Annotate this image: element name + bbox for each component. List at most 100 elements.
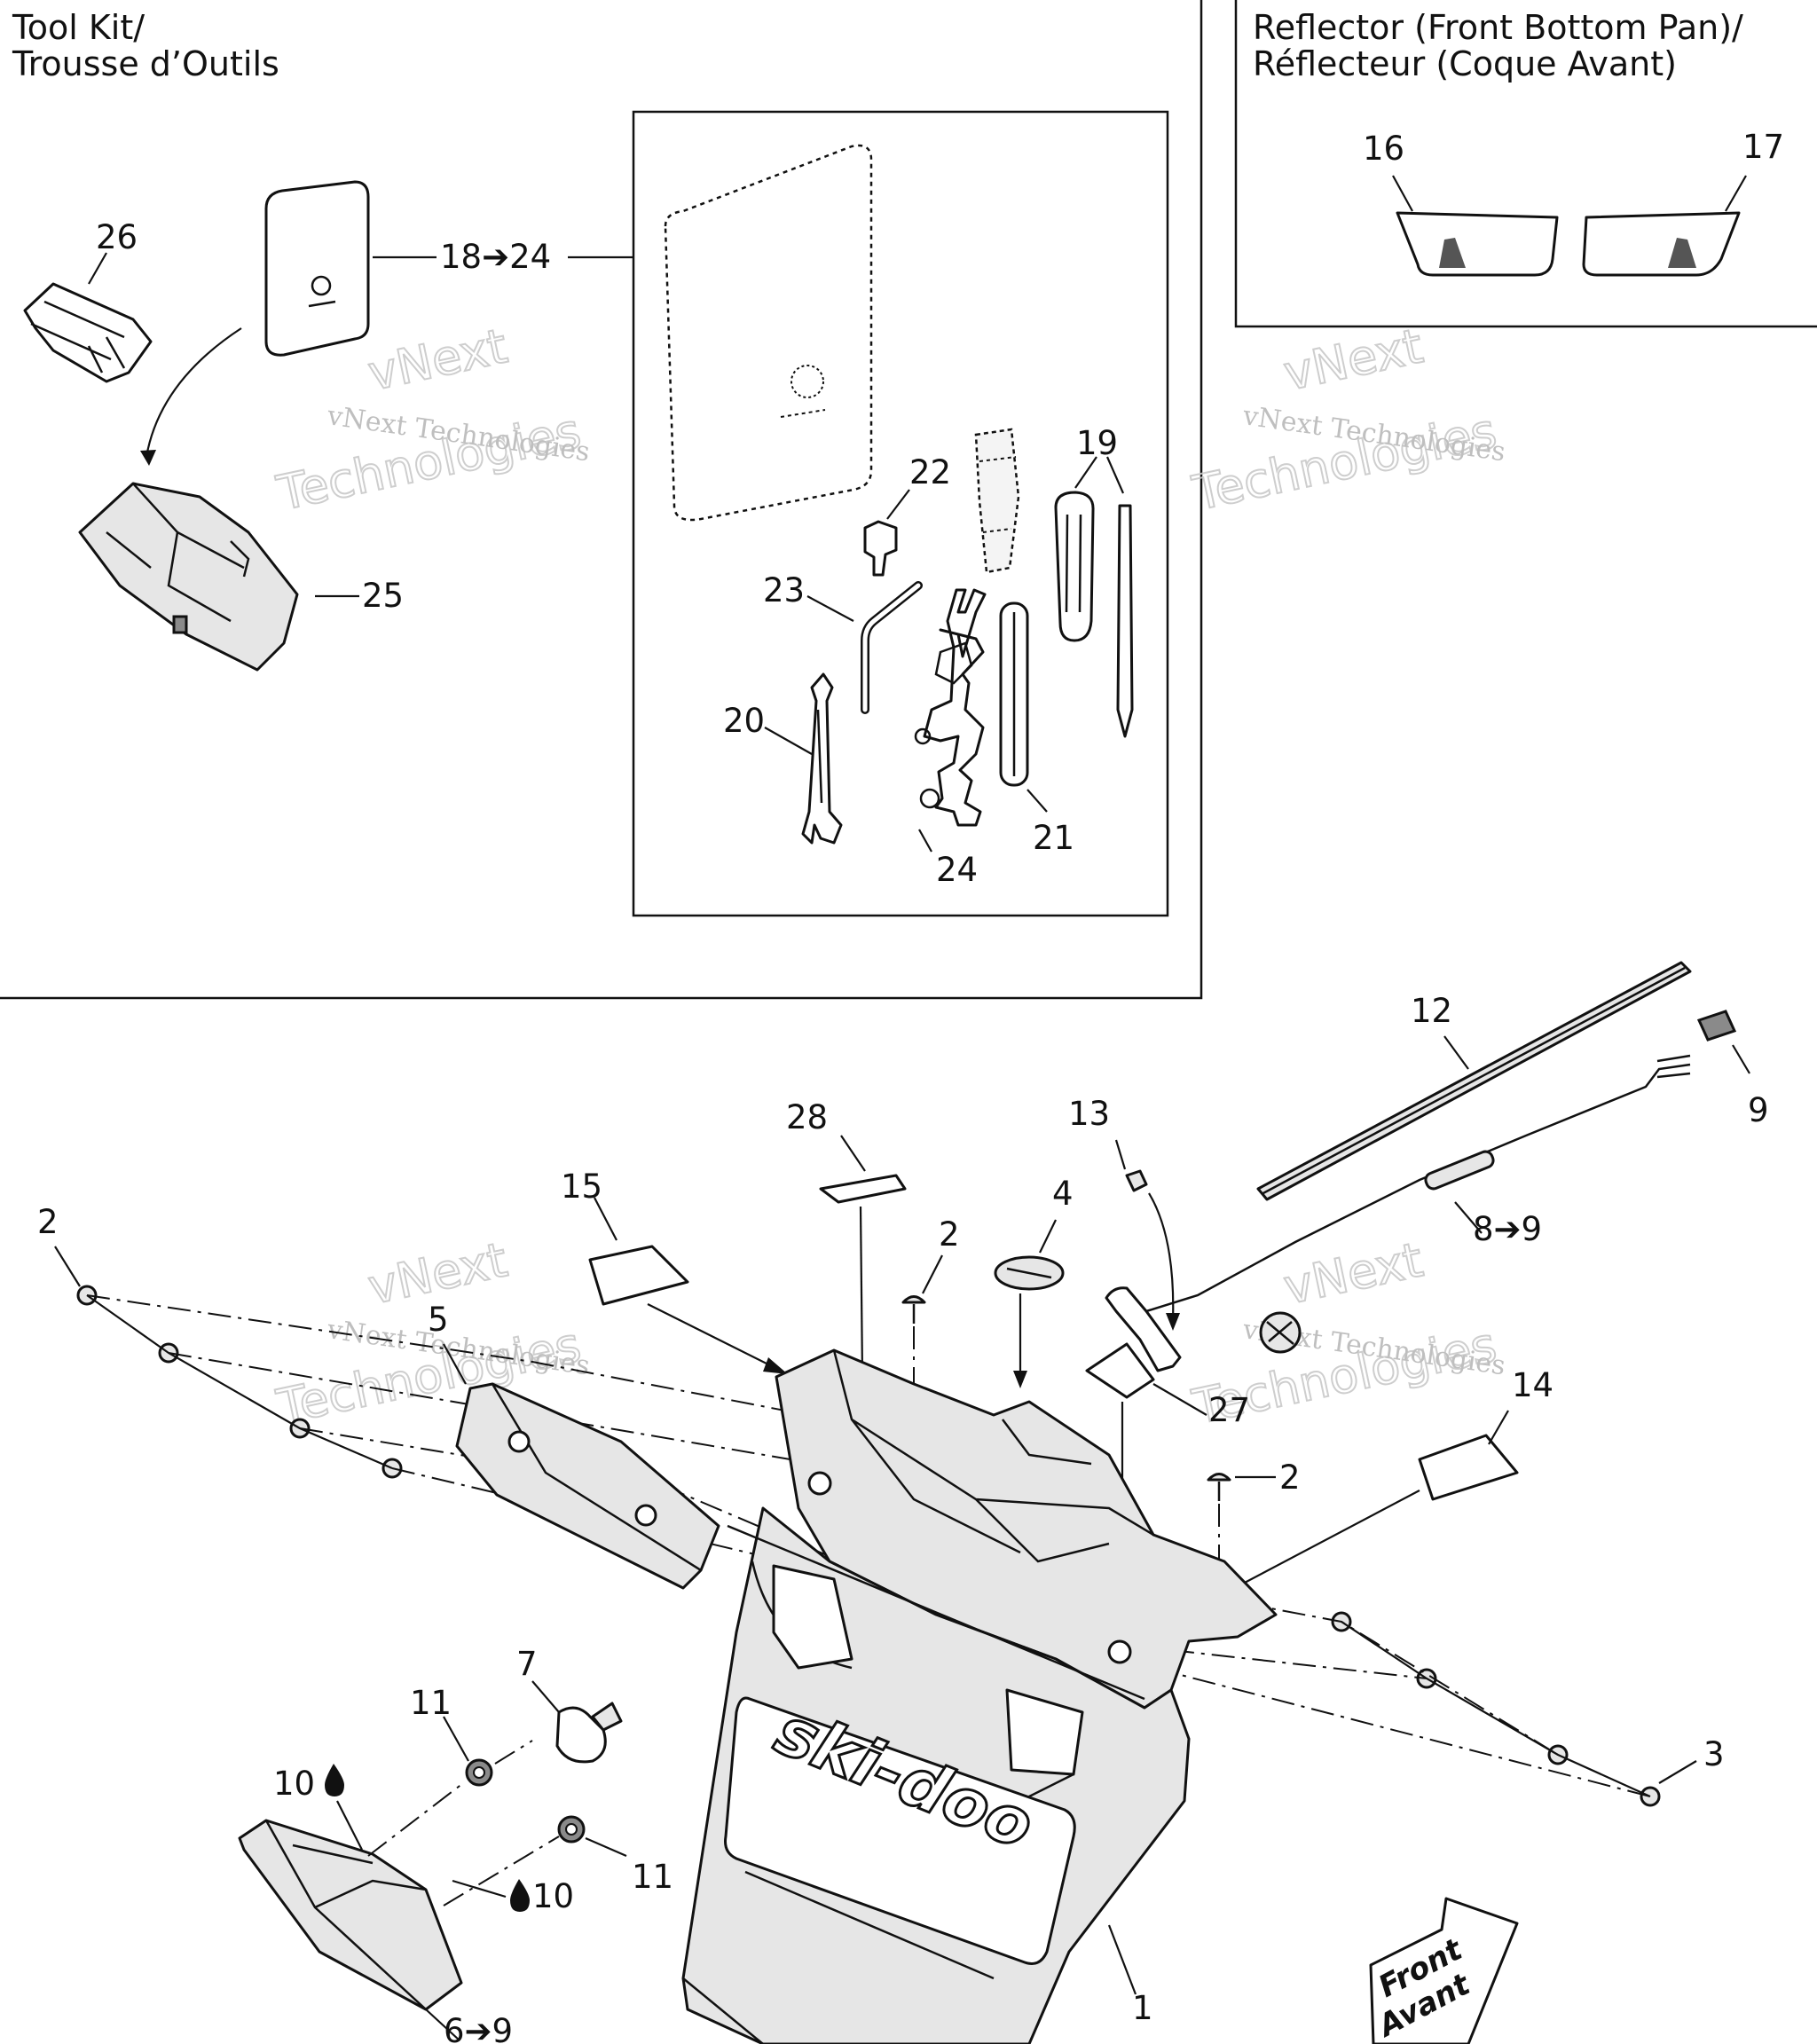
label-part-28 <box>819 1174 907 1204</box>
arrow-13 <box>1148 1192 1175 1323</box>
mounting-fasteners-left <box>158 1342 403 1479</box>
headlight-part-6 <box>238 1819 463 2011</box>
arrow-14 <box>1225 1490 1420 1593</box>
leader-11-top <box>443 1716 469 1762</box>
callout-23: 23 <box>763 571 805 609</box>
leader-27 <box>1152 1383 1207 1416</box>
socket-tool-outline <box>974 428 1020 574</box>
callout-18-24: 18➔24 <box>440 238 551 276</box>
callout-11-bottom: 11 <box>632 1858 673 1896</box>
toolkit-section-frame <box>0 0 1203 1000</box>
install-arrow-18-to-25 <box>145 327 242 458</box>
front-cowl-part-1 <box>681 1348 1278 2044</box>
callout-10-top: 10 <box>273 1765 315 1803</box>
leader-4 <box>1039 1219 1057 1254</box>
arrowhead-4 <box>1013 1371 1027 1388</box>
leader-22 <box>886 489 910 520</box>
reflector-pattern-17 <box>1668 238 1696 268</box>
reflector-part-16 <box>1396 211 1559 277</box>
tool-part-22 <box>863 520 898 577</box>
callout-26: 26 <box>96 218 138 256</box>
toolkit-title-en: Tool Kit/ <box>12 8 145 47</box>
callout-2-mid: 2 <box>939 1215 960 1254</box>
leader-9 <box>1732 1044 1750 1074</box>
leader-20 <box>764 727 813 755</box>
connector-part-9 <box>1696 1010 1737 1042</box>
leader-10-bottom <box>452 1879 507 1899</box>
leader-14 <box>1488 1410 1509 1445</box>
callout-5: 5 <box>428 1301 449 1339</box>
leader-12 <box>1443 1035 1469 1070</box>
leader-19-a <box>1074 456 1097 489</box>
screwdriver-part-19 <box>1054 491 1134 738</box>
callout-19: 19 <box>1076 424 1118 462</box>
leader-5 <box>443 1343 467 1385</box>
leader-16 <box>1392 175 1413 212</box>
toolkit-title-fr: Trousse d’Outils <box>12 44 279 83</box>
leader-28 <box>840 1135 866 1172</box>
callout-21: 21 <box>1033 819 1074 857</box>
bulb-socket <box>1259 1311 1302 1354</box>
leader-17 <box>1725 175 1747 212</box>
trim-strip-part-12 <box>1256 961 1692 1201</box>
open-wrench-part-20 <box>801 672 843 845</box>
callout-9: 9 <box>1748 1091 1769 1129</box>
callout-24: 24 <box>936 851 978 889</box>
callout-17: 17 <box>1742 128 1784 166</box>
leader-10-top <box>336 1800 363 1851</box>
leader-11-bottom <box>585 1836 627 1858</box>
leader-26 <box>88 252 107 285</box>
watermark-big-top-1: vNext <box>364 318 512 401</box>
mounting-fasteners-right <box>1331 1611 1661 1807</box>
callout-3: 3 <box>1703 1735 1725 1773</box>
leader-19-b <box>1105 456 1125 494</box>
emblem-part-4 <box>994 1255 1065 1291</box>
callout-14: 14 <box>1512 1366 1553 1404</box>
reflector-title-fr: Réflecteur (Coque Avant) <box>1253 44 1677 83</box>
callout-4: 4 <box>1052 1175 1074 1213</box>
label-part-27 <box>1085 1342 1155 1399</box>
grommet-bottom-part-11 <box>557 1815 586 1844</box>
tool-bag-outline-part-18 <box>664 144 873 522</box>
label-part-14 <box>1418 1434 1519 1501</box>
watermark-big-top-4: vNext <box>1279 1231 1428 1315</box>
bulb-part-7 <box>555 1702 623 1764</box>
wiring-harness-part-8 <box>1105 1054 1691 1372</box>
callout-25: 25 <box>362 577 404 615</box>
centerline-11-top <box>494 1740 533 1765</box>
spring-part-21 <box>999 601 1029 787</box>
callout-6-9: 6➔9 <box>444 2012 513 2044</box>
hex-key-part-23 <box>861 581 923 714</box>
multi-wrench-part-24 <box>914 588 987 827</box>
callout-11-top: 11 <box>410 1684 452 1722</box>
callout-10-bottom: 10 <box>532 1877 574 1915</box>
arrowhead-15 <box>763 1357 788 1374</box>
reflector-pattern-16 <box>1439 238 1466 268</box>
callout-22: 22 <box>909 453 951 491</box>
leader-2-left <box>54 1246 81 1287</box>
front-direction-arrow: Front Avant <box>1369 1897 1519 2044</box>
arrowhead-13 <box>1166 1313 1180 1331</box>
reflector-part-17 <box>1582 211 1741 277</box>
fluid-drop-icon-bottom <box>510 1879 530 1912</box>
leader-8-9 <box>1454 1201 1483 1234</box>
callout-16: 16 <box>1363 130 1404 168</box>
tool-holder-part-25 <box>78 482 299 672</box>
callout-20: 20 <box>723 702 765 740</box>
callout-1: 1 <box>1132 1989 1153 2027</box>
callout-15: 15 <box>561 1167 602 1206</box>
watermark-big-top-2: vNext <box>1279 318 1428 401</box>
screw-right-part-2 <box>1207 1473 1231 1501</box>
arrowhead-25 <box>140 450 156 466</box>
callout-2-left: 2 <box>37 1203 59 1241</box>
leader-6-9 <box>425 2009 460 2041</box>
leader-21 <box>1026 789 1048 813</box>
reflector-section-frame <box>1234 0 1817 328</box>
callout-27: 27 <box>1208 1391 1250 1429</box>
callout-8-9: 8➔9 <box>1473 1210 1542 1248</box>
leader-2-mid <box>922 1254 943 1294</box>
callout-13: 13 <box>1068 1095 1110 1133</box>
leader-1 <box>1107 1924 1137 1995</box>
arrow-28 <box>859 1206 864 1376</box>
leader-3 <box>1658 1760 1697 1784</box>
